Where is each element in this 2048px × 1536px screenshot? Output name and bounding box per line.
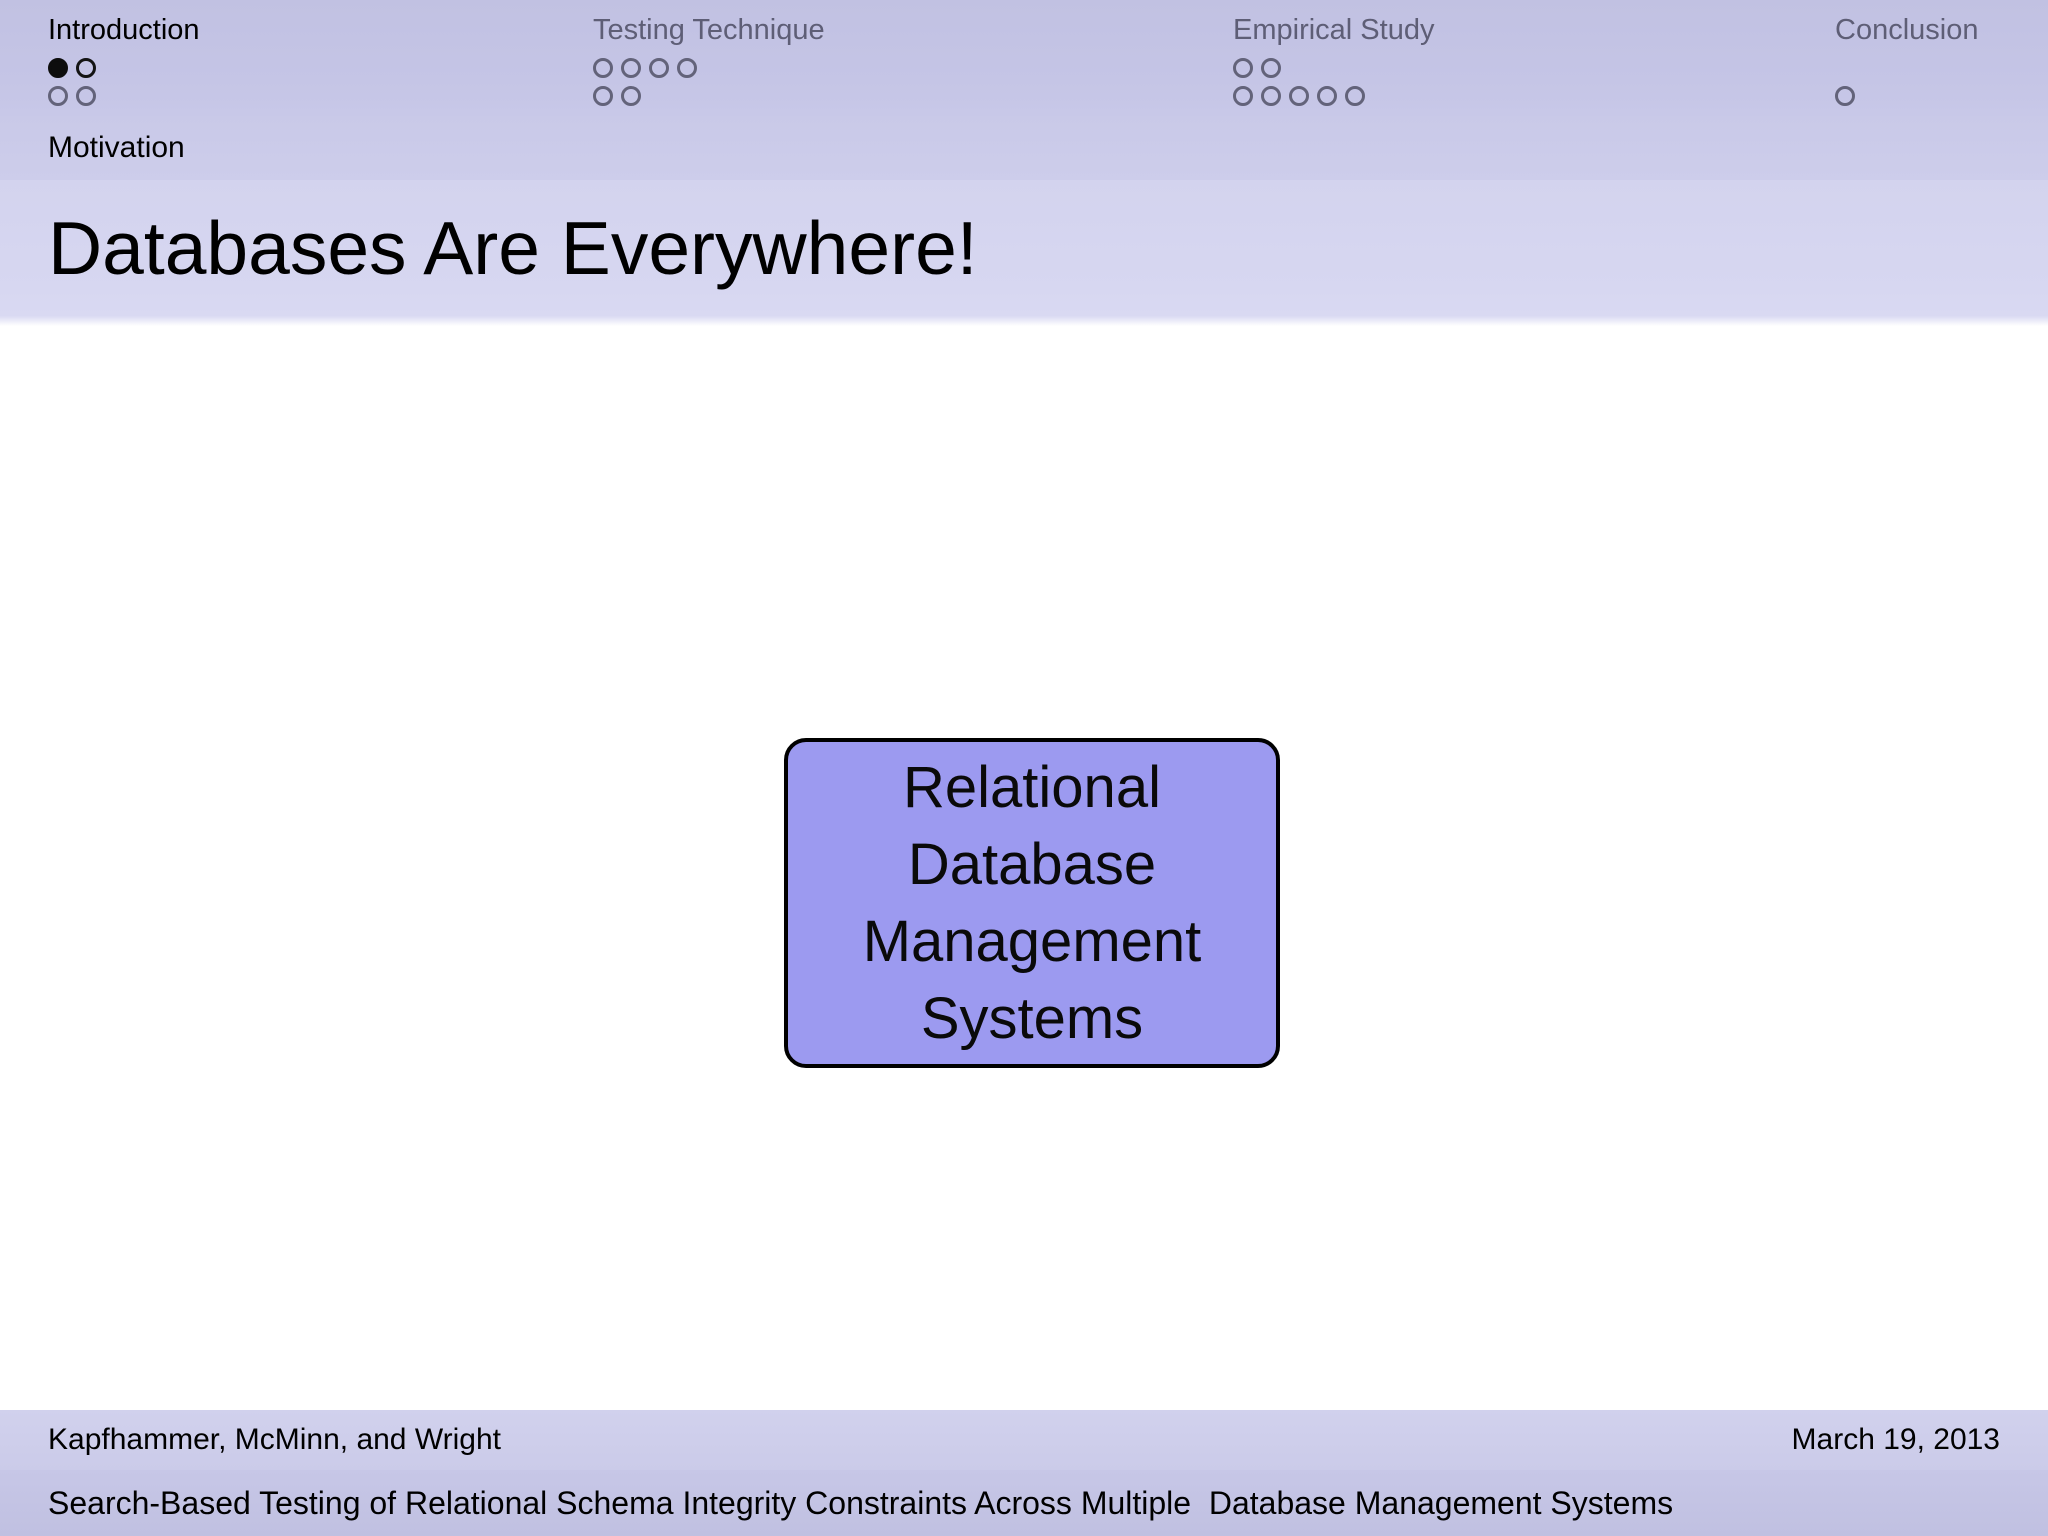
frame-dot[interactable] [1261, 86, 1281, 106]
frame-dot[interactable] [621, 58, 641, 78]
section-label[interactable]: Testing Technique [593, 14, 825, 46]
frame-dot[interactable] [1233, 86, 1253, 106]
frame-title-bar: Databases Are Everywhere! [0, 180, 2048, 326]
frame-dot-row [593, 54, 825, 82]
frame-dot-row [48, 82, 200, 110]
rdbms-box: Relational Database Management Systems [784, 738, 1280, 1068]
frame-dot-row [1835, 54, 1978, 82]
subsection-bar: Motivation [0, 116, 2048, 180]
subsection-label: Motivation [48, 131, 185, 164]
frame-dot-row [1233, 54, 1434, 82]
box-line: Database [907, 832, 1157, 897]
frame-dot[interactable] [621, 86, 641, 106]
section-navigation-bar: Introduction Testing Technique Empirical S… [0, 0, 2048, 116]
frame-dot[interactable] [1233, 58, 1253, 78]
frame-dot[interactable] [1835, 86, 1855, 106]
frame-dot[interactable] [593, 58, 613, 78]
section-label[interactable]: Introduction [48, 14, 200, 46]
frame-dot[interactable] [1345, 86, 1365, 106]
footer-authors: Kapfhammer, McMinn, and Wright [48, 1423, 501, 1456]
section-testing-technique[interactable]: Testing Technique [593, 0, 825, 110]
footer-title-bar: Search-Based Testing of Relational Schem… [0, 1470, 2048, 1536]
section-label[interactable]: Conclusion [1835, 14, 1979, 46]
frame-dot-row [593, 82, 825, 110]
section-introduction[interactable]: Introduction [48, 0, 200, 110]
frame-dot[interactable] [76, 58, 96, 78]
frame-dot[interactable] [76, 86, 96, 106]
frame-dot[interactable] [649, 58, 669, 78]
section-label[interactable]: Empirical Study [1233, 14, 1435, 46]
footer-date: March 19, 2013 [1791, 1423, 2000, 1456]
section-empirical-study[interactable]: Empirical Study [1233, 0, 1434, 110]
frame-dot[interactable] [677, 58, 697, 78]
frame-dot[interactable] [48, 86, 68, 106]
frame-dot-row [1233, 82, 1434, 110]
frame-dot-row [48, 54, 200, 82]
section-conclusion[interactable]: Conclusion [1835, 0, 1978, 110]
frame-dot[interactable] [1289, 86, 1309, 106]
box-line: Relational [903, 755, 1161, 820]
frame-dot-current[interactable] [48, 58, 68, 78]
footer-presentation-title: Search-Based Testing of Relational Schem… [48, 1484, 1674, 1521]
footer-authors-bar: Kapfhammer, McMinn, and Wright March 19,… [0, 1410, 2048, 1470]
frame-title: Databases Are Everywhere! [48, 206, 978, 290]
frame-dot-row [1835, 82, 1978, 110]
box-line: Management [862, 909, 1202, 974]
frame-dot[interactable] [1317, 86, 1337, 106]
frame-dot[interactable] [1261, 58, 1281, 78]
box-line: Systems [920, 986, 1144, 1051]
frame-dot[interactable] [593, 86, 613, 106]
